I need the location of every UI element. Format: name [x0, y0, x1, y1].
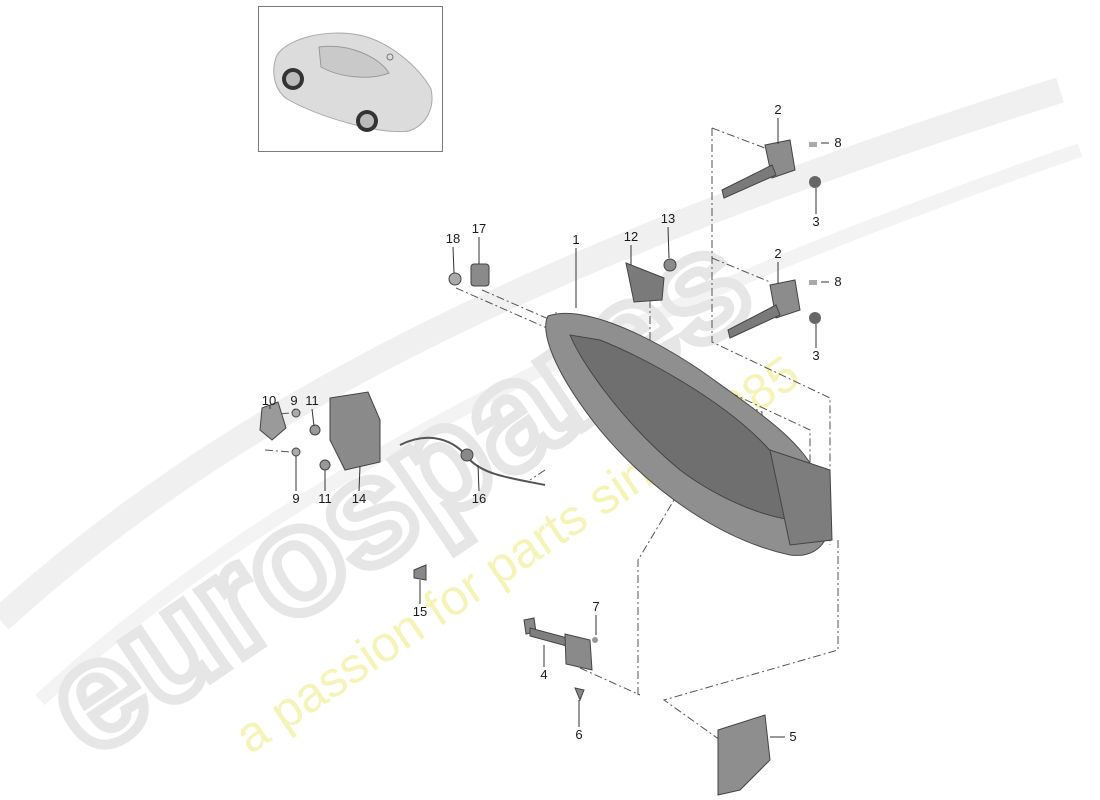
callout-4: 4	[540, 667, 548, 682]
callout-3: 3	[812, 348, 820, 363]
callout-12: 12	[623, 229, 639, 244]
callout-16: 16	[471, 491, 487, 506]
door-shell	[545, 312, 833, 556]
callout-15: 15	[412, 604, 428, 619]
watermark-swoosh	[0, 77, 1083, 706]
callout-9: 9	[292, 491, 300, 506]
callout-7: 7	[592, 599, 600, 614]
callout-3: 3	[812, 214, 820, 229]
callout-5: 5	[789, 729, 797, 744]
lower-hinge	[727, 279, 821, 339]
part-17	[470, 263, 490, 287]
callout-11: 11	[305, 393, 319, 408]
car-icon	[273, 32, 433, 133]
callout-8: 8	[834, 135, 842, 150]
callout-11: 11	[318, 491, 332, 506]
callout-9: 9	[290, 393, 298, 408]
callout-18: 18	[445, 231, 461, 246]
leader-lines	[269, 118, 829, 738]
callout-6: 6	[575, 727, 583, 742]
callout-14: 14	[351, 491, 367, 506]
trim-5	[717, 714, 771, 796]
callout-2: 2	[774, 102, 782, 117]
lock-assembly	[259, 391, 381, 471]
cable-16	[399, 436, 546, 486]
door-check-strap	[523, 617, 598, 702]
callout-13: 13	[660, 211, 676, 226]
callout-8: 8	[834, 274, 842, 289]
vehicle-thumbnail	[258, 6, 443, 152]
screw-13	[663, 258, 677, 272]
nut-18	[448, 272, 462, 286]
clip-15	[413, 564, 427, 581]
upper-hinge	[721, 139, 821, 199]
callout-10: 10	[261, 393, 277, 408]
callout-2: 2	[774, 246, 782, 261]
callout-17: 17	[471, 221, 487, 236]
callout-1: 1	[572, 232, 580, 247]
bracket-12	[625, 262, 665, 303]
